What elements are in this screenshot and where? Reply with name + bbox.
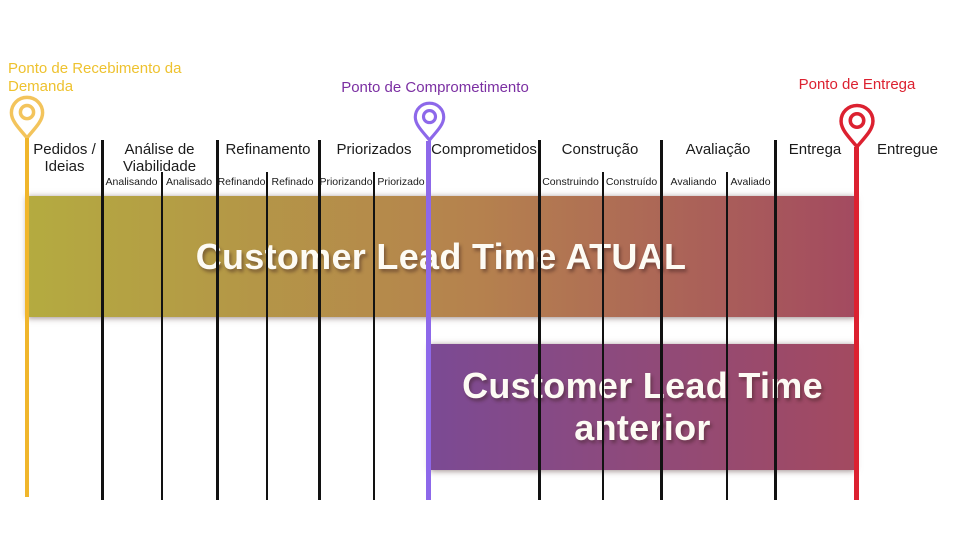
substate-divider: [726, 172, 728, 500]
map-pin-icon-commitment: [413, 101, 446, 142]
lead-time-bar-anterior: Customer Lead Time anterior: [430, 344, 855, 470]
column-header-avaliacao: Avaliação: [685, 141, 751, 158]
delivery-marker-line: [854, 147, 859, 500]
column-divider: [101, 140, 104, 500]
column-header-entregue: Entregue: [877, 141, 938, 158]
commitment-marker-line: [426, 141, 431, 500]
column-header-construcao: Construção: [561, 141, 639, 158]
substate-analisando: Analisando: [105, 176, 158, 188]
column-header-priorizados: Priorizados: [336, 141, 412, 158]
substate-refinado: Refinado: [271, 176, 314, 188]
map-pin-icon-delivery: [838, 103, 876, 149]
lead-time-bar-atual: Customer Lead Time ATUAL: [27, 196, 855, 317]
substate-construido: Construído: [605, 176, 658, 188]
column-header-refinamento: Refinamento: [225, 141, 311, 158]
commitment-point-label: Ponto de Comprometimento: [341, 79, 529, 96]
column-divider: [774, 140, 777, 500]
column-header-comprometidos: Comprometidos: [431, 141, 537, 158]
column-header-entrega: Entrega: [788, 141, 842, 158]
substate-priorizado: Priorizado: [377, 176, 425, 188]
column-divider: [318, 140, 321, 500]
substate-construindo: Construindo: [542, 176, 599, 188]
substate-divider: [266, 172, 268, 500]
column-divider: [216, 140, 219, 500]
substate-refinando: Refinando: [217, 176, 266, 188]
substate-avaliado: Avaliado: [730, 176, 771, 188]
substate-priorizando: Priorizando: [319, 176, 373, 188]
substate-divider: [161, 172, 163, 500]
column-header-pedidos-ideias: Pedidos / Ideias: [33, 141, 96, 175]
column-divider: [538, 140, 541, 500]
lead-time-bar-atual-label: Customer Lead Time ATUAL: [195, 235, 687, 277]
delivery-point-label: Ponto de Entrega: [798, 76, 916, 93]
substate-divider: [373, 172, 375, 500]
receipt-point-label: Ponto de Recebimento da Demanda: [8, 60, 182, 95]
column-header-analise-viabilidade: Análise de Viabilidade: [122, 141, 197, 175]
lead-time-bar-anterior-label: Customer Lead Time anterior: [462, 365, 823, 448]
map-pin-icon-receipt: [9, 95, 45, 140]
receipt-marker-line: [25, 138, 29, 497]
substate-avaliando: Avaliando: [670, 176, 717, 188]
substate-analisado: Analisado: [165, 176, 213, 188]
substate-divider: [602, 172, 604, 500]
column-divider: [660, 140, 663, 500]
